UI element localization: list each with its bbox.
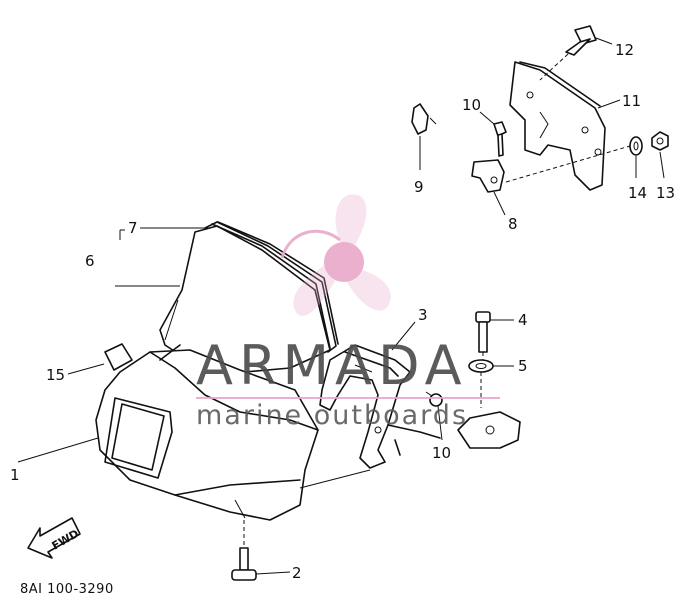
forward-arrow: FWD (27, 517, 81, 559)
callout-1: 1 (10, 466, 20, 484)
callout-12: 12 (615, 41, 634, 59)
callout-9: 9 (414, 178, 424, 196)
screw-10-upper (479, 111, 507, 157)
callout-13: 13 (656, 184, 675, 202)
nut-13 (651, 131, 669, 179)
callout-10-upper: 10 (462, 96, 481, 114)
callout-10-lower: 10 (432, 444, 451, 462)
pad-15 (67, 343, 133, 375)
bolt-2 (231, 520, 291, 581)
leader-lines (17, 227, 416, 489)
drawing-code: 8AI 100-3290 (20, 582, 114, 597)
callout-14: 14 (628, 184, 647, 202)
callout-2: 2 (292, 564, 302, 582)
callout-8: 8 (508, 215, 518, 233)
bolt-12 (539, 25, 613, 81)
callout-15: 15 (46, 366, 65, 384)
callout-labels: 1 2 3 4 5 6 7 8 9 10 10 11 12 13 14 15 (10, 41, 675, 582)
watermark-tagline: marine outboards (196, 400, 468, 431)
washer-5 (468, 359, 514, 408)
mount-plate (457, 411, 521, 449)
watermark: ARMADA marine outboards (196, 194, 500, 431)
watermark-brand: ARMADA (196, 334, 468, 397)
propeller-logo (280, 194, 391, 316)
bracket-11 (509, 61, 621, 191)
callout-11: 11 (622, 92, 641, 110)
callout-5: 5 (518, 357, 528, 375)
callout-3: 3 (418, 306, 428, 324)
bolt-4 (475, 311, 514, 364)
callout-4: 4 (518, 311, 528, 329)
washer-14 (505, 136, 643, 183)
windshield (159, 221, 339, 373)
callout-6: 6 (85, 252, 95, 270)
fairing-cowl (95, 344, 319, 521)
fairing-bracket (319, 344, 441, 469)
clip-9 (411, 103, 437, 170)
callout-7: 7 (128, 219, 138, 237)
clamp-8 (471, 159, 506, 216)
